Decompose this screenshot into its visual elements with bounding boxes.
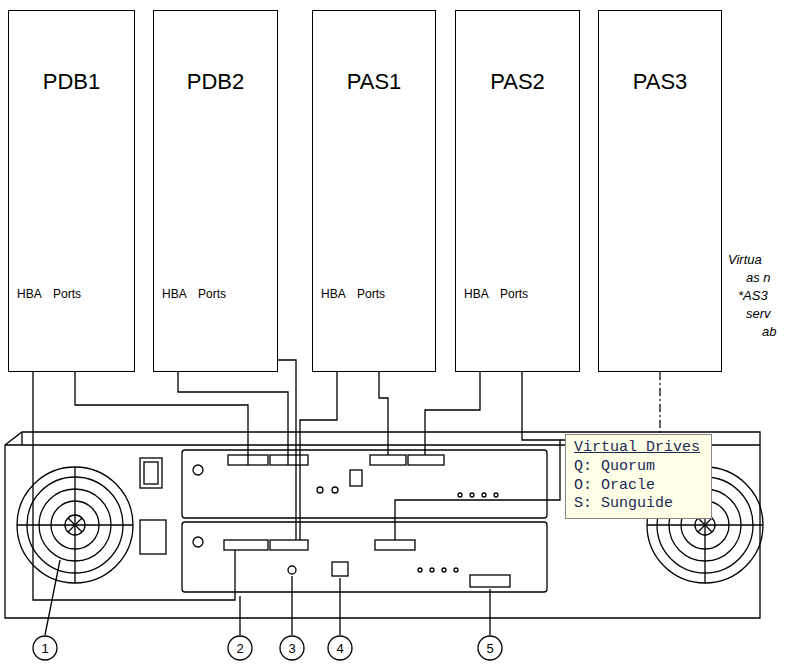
port-label: Ports (53, 287, 81, 301)
drive-entry: S: Sunguide (574, 495, 703, 514)
port-label: Ports (198, 287, 226, 301)
port-label: Ports (357, 287, 385, 301)
dashed-connector (659, 372, 660, 434)
port-label: Ports (500, 287, 528, 301)
callout-number: 2 (236, 641, 243, 656)
server-box: PAS1HBA Ports (312, 10, 436, 372)
server-name: PDB1 (9, 69, 134, 95)
note-fragment: as n (746, 270, 771, 285)
port-label: HBA (17, 287, 42, 301)
upper-controller (182, 450, 547, 518)
server-name: PAS3 (599, 69, 721, 95)
server-box: PDB2HBA Ports (153, 10, 278, 372)
server-name: PAS2 (456, 69, 579, 95)
callouts (33, 560, 502, 660)
drive-entry: Q: Quorum (574, 458, 703, 477)
note-fragment: Virtua (728, 252, 762, 267)
callout-number: 5 (486, 641, 493, 656)
box-heading: Virtual Drives (574, 439, 703, 458)
server-box: PAS3 (598, 10, 722, 372)
note-fragment: serv (746, 306, 771, 321)
server-box: PAS2HBA Ports (455, 10, 580, 372)
port-label: HBA (464, 287, 489, 301)
callout-number: 1 (41, 641, 48, 656)
server-name: PAS1 (313, 69, 435, 95)
server-box: PDB1HBA Ports (8, 10, 135, 372)
drive-entry: O: Oracle (574, 477, 703, 496)
server-name: PDB2 (154, 69, 277, 95)
port-label: HBA (162, 287, 187, 301)
lower-controller (182, 522, 547, 592)
legend-box: Virtual DrivesQ: QuorumO: OracleS: Sungu… (565, 434, 712, 519)
port-label: HBA (321, 287, 346, 301)
note-fragment: ab (762, 324, 776, 339)
callout-number: 4 (336, 641, 343, 656)
callout-number: 3 (288, 641, 295, 656)
note-fragment: *AS3 (738, 288, 768, 303)
cables (33, 334, 570, 600)
